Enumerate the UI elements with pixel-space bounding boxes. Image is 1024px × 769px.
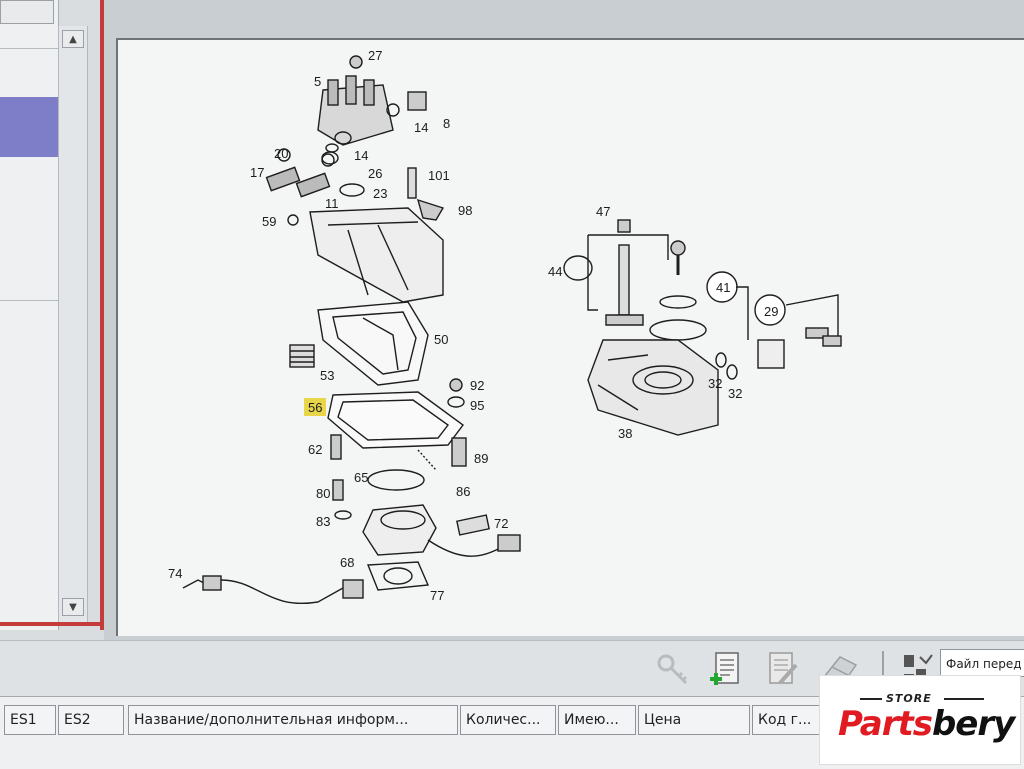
- part-number-label[interactable]: 72: [494, 516, 508, 531]
- part-number-label[interactable]: 32: [728, 386, 742, 401]
- toolbar-separator: [882, 651, 884, 681]
- part-number-label[interactable]: 11: [325, 196, 339, 211]
- part-number-label[interactable]: 23: [373, 186, 387, 201]
- part-number-label[interactable]: 17: [250, 165, 264, 180]
- part-number-label[interactable]: 20: [274, 146, 288, 161]
- part-number-label[interactable]: 83: [316, 514, 330, 529]
- part-number-label[interactable]: 47: [596, 204, 610, 219]
- panel-border: [100, 0, 104, 630]
- part-number-label[interactable]: 101: [428, 168, 450, 183]
- part-number-label[interactable]: 32: [708, 376, 722, 391]
- part-number-label[interactable]: 59: [262, 214, 276, 229]
- part-number-label[interactable]: 77: [430, 588, 444, 603]
- top-tab[interactable]: [0, 0, 54, 24]
- part-number-label[interactable]: 41: [716, 280, 730, 295]
- part-number-label[interactable]: 74: [168, 566, 182, 581]
- part-number-label[interactable]: 27: [368, 48, 382, 63]
- file-field[interactable]: Файл перед: [940, 649, 1024, 677]
- part-number-label[interactable]: 95: [470, 398, 484, 413]
- part-number-label[interactable]: 29: [764, 304, 778, 319]
- part-number-label[interactable]: 68: [340, 555, 354, 570]
- list-separator: [0, 300, 58, 301]
- part-number-label[interactable]: 65: [354, 470, 368, 485]
- column-header-price[interactable]: Цена: [638, 705, 750, 735]
- part-number-label[interactable]: 56: [308, 400, 322, 415]
- logo-store-text: STORE: [886, 692, 932, 705]
- scroll-down-button[interactable]: ▼: [62, 598, 84, 616]
- column-header-es1[interactable]: ES1: [4, 705, 56, 735]
- left-scrollbar[interactable]: ▲ ▼: [58, 26, 88, 622]
- column-header-es2[interactable]: ES2: [58, 705, 124, 735]
- part-number-label[interactable]: 62: [308, 442, 322, 457]
- part-number-label[interactable]: 8: [443, 116, 450, 131]
- edit-document-icon[interactable]: [762, 649, 802, 689]
- logo-name: Partsbery: [838, 704, 1015, 744]
- list-item-selected[interactable]: [0, 97, 58, 157]
- panel-border: [0, 622, 104, 626]
- column-header-code[interactable]: Код г...: [752, 705, 824, 735]
- part-number-label[interactable]: 5: [314, 74, 321, 89]
- highlight-marker: [304, 398, 326, 416]
- part-number-label[interactable]: 98: [458, 203, 472, 218]
- part-number-label[interactable]: 86: [456, 484, 470, 499]
- part-number-label[interactable]: 89: [474, 451, 488, 466]
- part-number-label[interactable]: 53: [320, 368, 334, 383]
- scroll-up-button[interactable]: ▲: [62, 30, 84, 48]
- part-number-label[interactable]: 92: [470, 378, 484, 393]
- list-separator: [0, 48, 58, 49]
- part-number-label[interactable]: 26: [368, 166, 382, 181]
- part-number-label[interactable]: 44: [548, 264, 562, 279]
- part-number-label[interactable]: 80: [316, 486, 330, 501]
- part-number-label[interactable]: 14: [354, 148, 368, 163]
- column-header-available[interactable]: Имею...: [558, 705, 636, 735]
- logo-line: [944, 698, 984, 700]
- column-header-quantity[interactable]: Количес...: [460, 705, 556, 735]
- logo-line: [860, 698, 882, 700]
- part-number-label[interactable]: 50: [434, 332, 448, 347]
- add-document-icon[interactable]: [706, 649, 746, 689]
- filter-icon[interactable]: [898, 649, 934, 689]
- brand-logo: STORE Partsbery: [820, 676, 1020, 764]
- part-number-label[interactable]: 14: [414, 120, 428, 135]
- part-number-label[interactable]: 38: [618, 426, 632, 441]
- key-search-icon[interactable]: [654, 649, 694, 689]
- column-header-name[interactable]: Название/дополнительная информ...: [128, 705, 458, 735]
- left-list-panel: [0, 0, 59, 630]
